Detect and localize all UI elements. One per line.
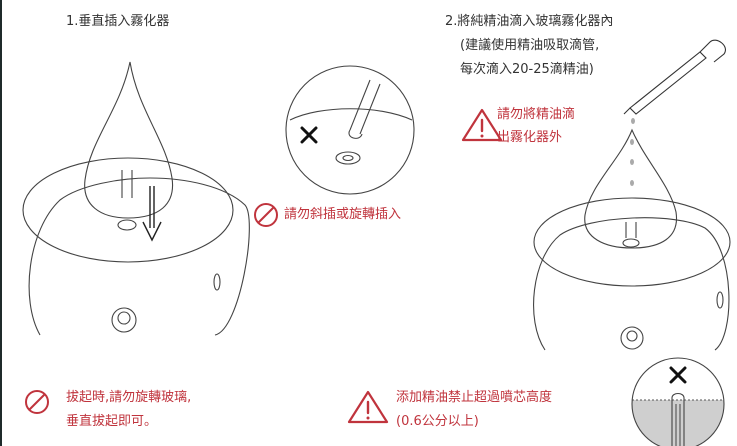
oil-level-zoom-circle xyxy=(631,357,725,446)
step2-note-line2: 每次滴入20-25滴精油) xyxy=(460,62,594,77)
tilt-zoom-circle xyxy=(285,65,415,195)
warning-triangle-icon-level xyxy=(347,390,389,424)
level-warning-line1: 添加精油禁止超過噴芯高度 xyxy=(396,390,553,405)
oil-drops xyxy=(630,118,635,186)
prohibit-icon-remove xyxy=(25,390,49,414)
tilt-warning: 請勿斜插或旋轉插入 xyxy=(284,207,402,222)
x-mark-icon-level xyxy=(669,366,687,384)
diffuser-step1 xyxy=(22,61,250,336)
prohibit-icon xyxy=(254,203,278,227)
dropper-icon xyxy=(623,39,726,115)
warning-triangle-icon xyxy=(461,108,503,142)
drip-warning-line1: 請勿將精油滴 xyxy=(497,107,576,122)
step1-title: 1.垂直插入霧化器 xyxy=(66,14,170,29)
level-warning-line2: (0.6公分以上) xyxy=(396,414,479,429)
drip-warning-line2: 出霧化器外 xyxy=(497,130,563,145)
left-edge-bar xyxy=(0,0,2,446)
step2-title: 2.將純精油滴入玻璃霧化器內 xyxy=(445,14,614,29)
diffuser-step2 xyxy=(533,128,731,351)
remove-warning-line2: 垂直拔起即可。 xyxy=(66,414,158,429)
arrow-down-icon xyxy=(142,186,162,242)
remove-warning-line1: 拔起時,請勿旋轉玻璃, xyxy=(66,390,192,405)
x-mark-icon xyxy=(300,126,318,144)
step2-note-line1: (建議使用精油吸取滴管, xyxy=(460,38,600,53)
